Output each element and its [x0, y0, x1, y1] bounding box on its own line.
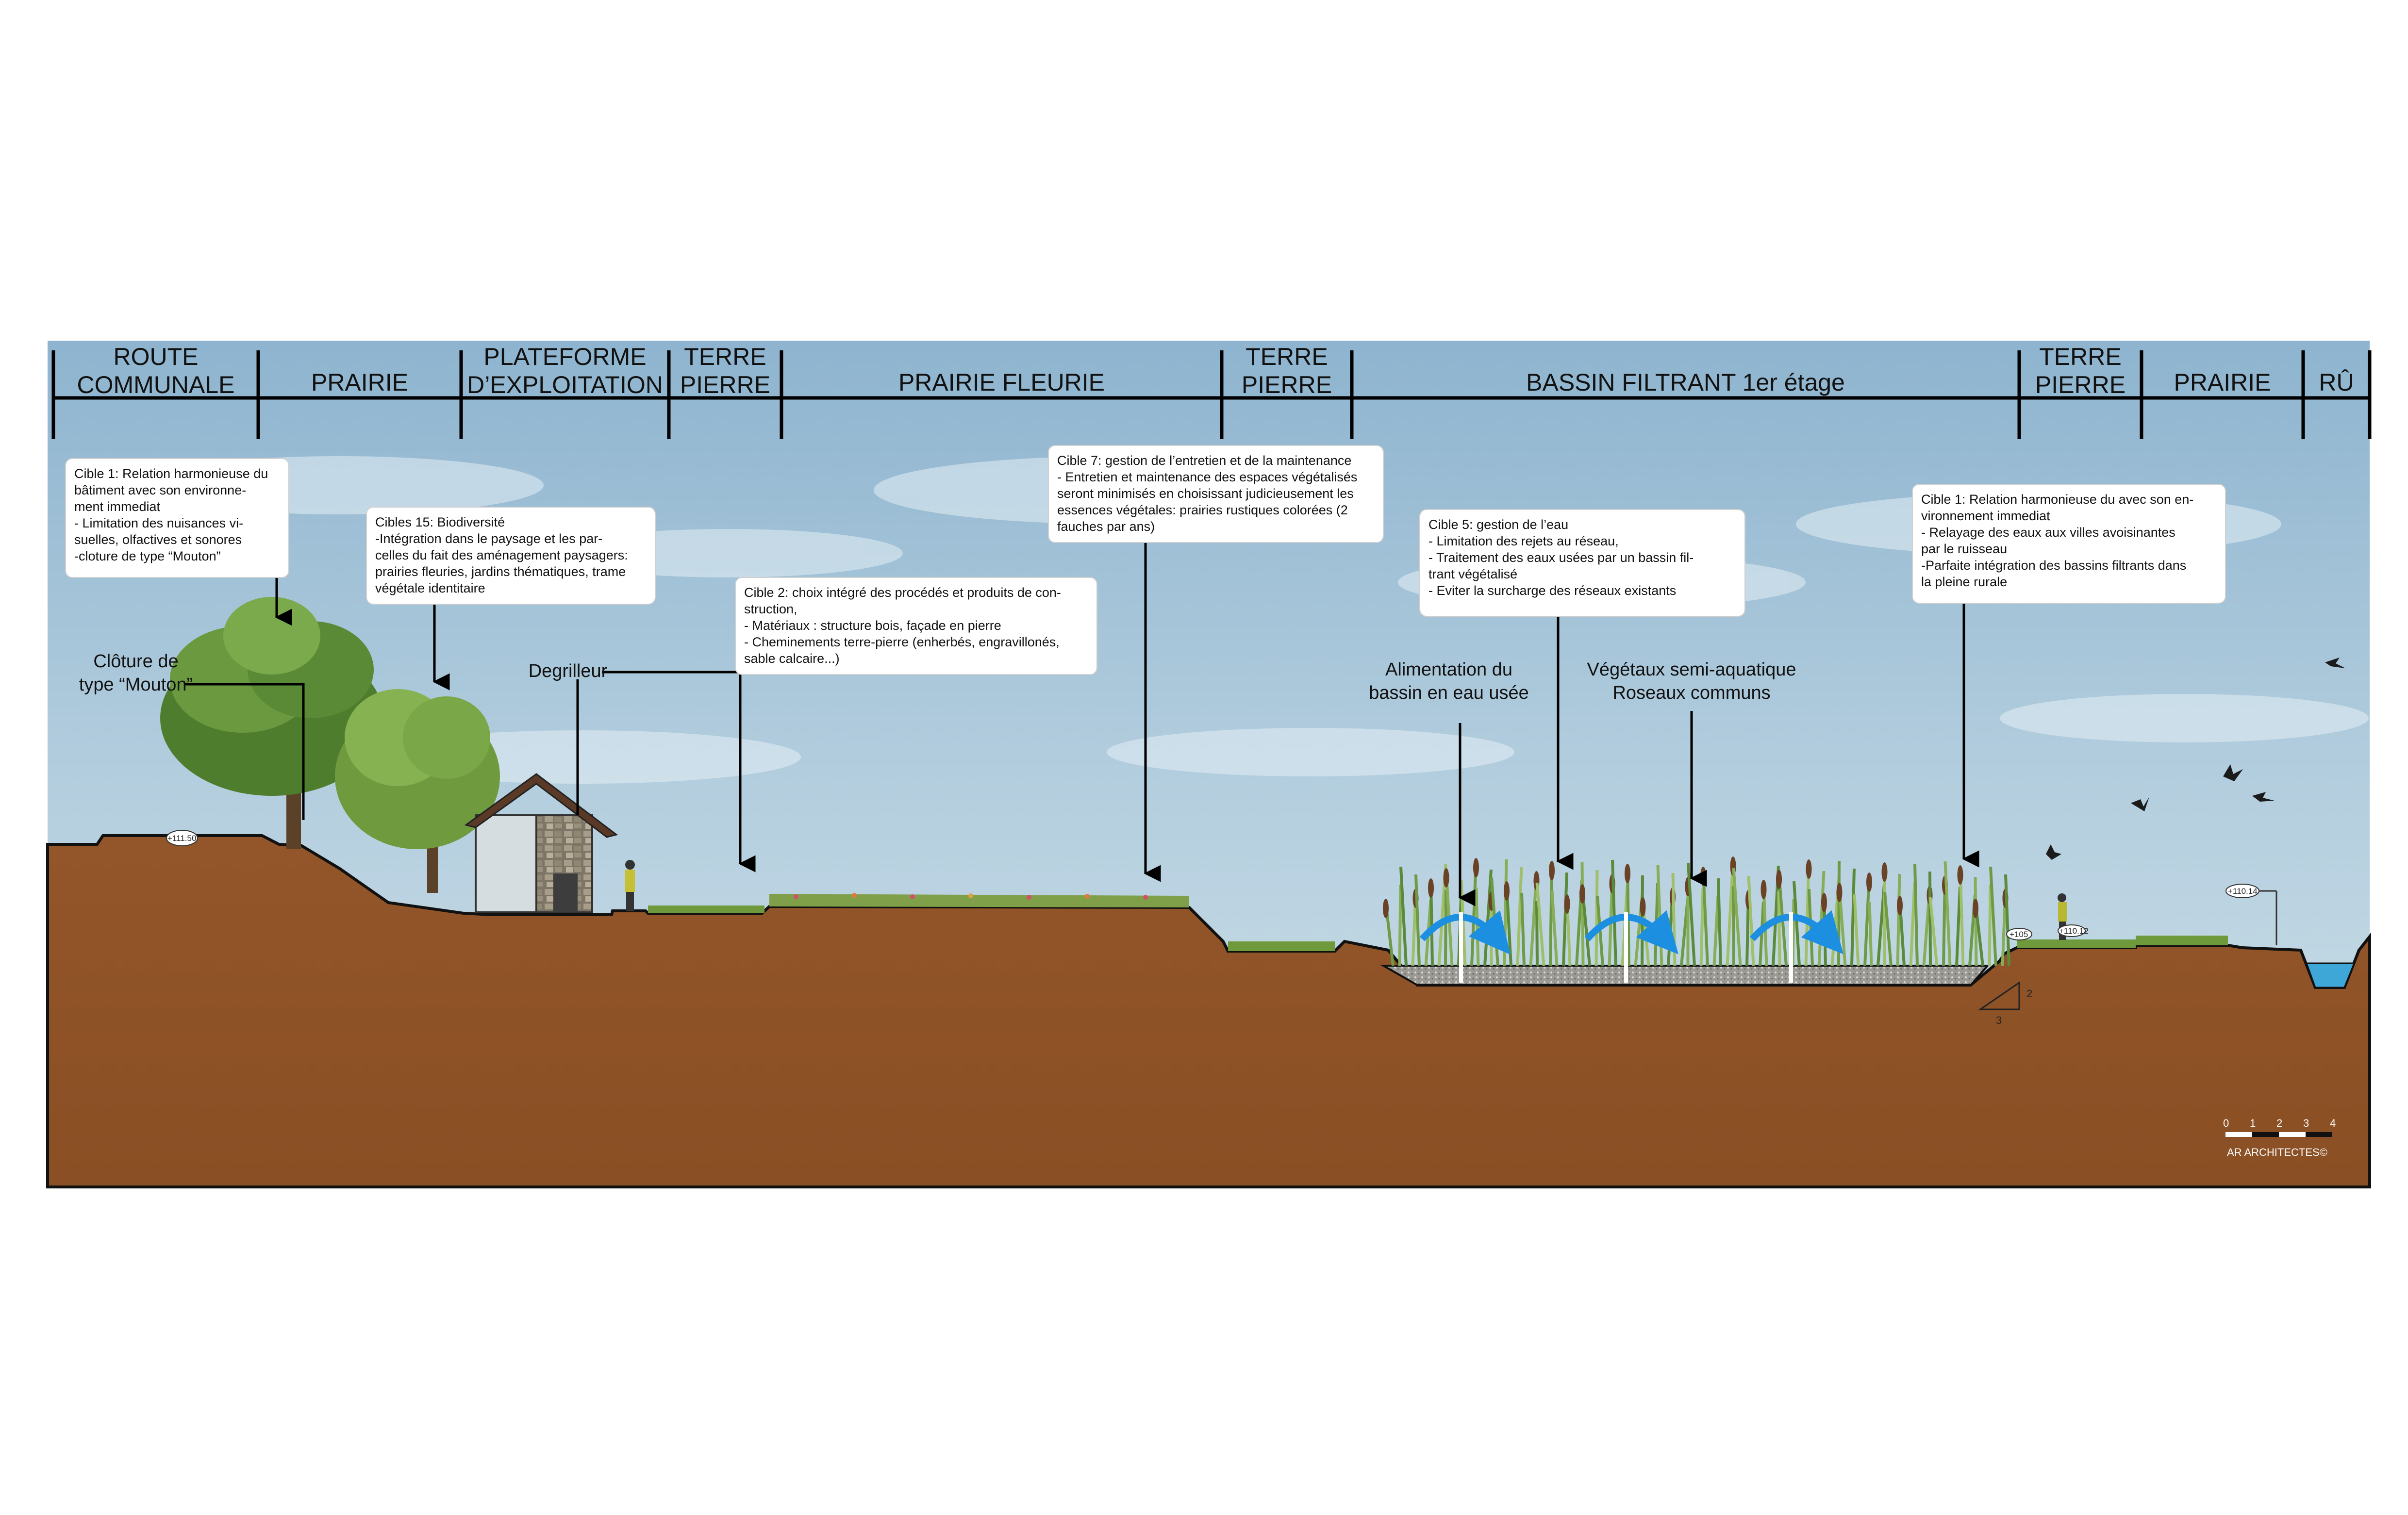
scale-tick-label: 3 — [2303, 1117, 2309, 1129]
slope-run: 3 — [1996, 1014, 2002, 1026]
svg-text:Cible 2: choix intégré des pro: Cible 2: choix intégré des procédés et p… — [744, 585, 1061, 666]
svg-text:Cible 1: Relation harmonieuse: Cible 1: Relation harmonieuse dubâtiment… — [74, 466, 268, 563]
svg-text:Cible 1: Relation harmonieuse: Cible 1: Relation harmonieuse du avec so… — [1921, 492, 2193, 589]
zone-title-prairie-fleurie: PRAIRIE FLEURIE — [898, 369, 1105, 396]
tree-medium — [335, 689, 500, 893]
level-basin-left: +105 — [2009, 930, 2028, 939]
inflow-pipes — [1459, 912, 1793, 983]
zone-title-prairie-1: PRAIRIE — [311, 369, 408, 396]
note-cible7: Cible 7: gestion de l’entretien et de la… — [1048, 445, 1384, 543]
svg-text:Cible 5: gestion de l’eau- Lim: Cible 5: gestion de l’eau- Limitation de… — [1428, 517, 1694, 598]
birds — [2046, 658, 2345, 860]
scale-tick-label: 1 — [2250, 1117, 2256, 1129]
level-markers: +111.50 +110.14 +105 +110.12 — [166, 830, 2277, 945]
zone-title-bassin: BASSIN FILTRANT 1er étage — [1526, 369, 1845, 396]
note-cible5: Cible 5: gestion de l’eau- Limitation de… — [1419, 509, 1745, 617]
note-cibles15: Cibles 15: Biodiversité-Intégration dans… — [366, 507, 656, 605]
zone-title-ru: RÛ — [2319, 369, 2354, 396]
note-cible2: Cible 2: choix intégré des procédés et p… — [735, 577, 1097, 675]
svg-text:Cible 7: gestion de l’entretie: Cible 7: gestion de l’entretien et de la… — [1057, 453, 1357, 534]
scale-bar: 0 1 2 3 4 — [2223, 1117, 2336, 1137]
scale-tick-label: 4 — [2330, 1117, 2336, 1129]
tree-large — [160, 597, 383, 849]
slope-indicator: 2 3 — [1978, 981, 2032, 1026]
slope-rise: 2 — [2026, 988, 2032, 1000]
basin-gravel-bed — [1379, 965, 1990, 986]
level-basin-right: +110.12 — [2059, 926, 2089, 936]
zone-title-prairie-2: PRAIRIE — [2174, 369, 2271, 396]
flower-dots — [794, 893, 1148, 900]
credit: AR ARCHITECTES© — [2227, 1146, 2327, 1158]
level-right: +110.14 — [2228, 887, 2258, 896]
grass-strips — [648, 894, 2228, 951]
scale-tick-label: 0 — [2223, 1117, 2229, 1129]
person-left — [625, 860, 635, 911]
degrilleur-building — [464, 773, 618, 913]
level-left: +111.50 — [167, 834, 196, 843]
note-cible1-right: Cible 1: Relation harmonieuse du avec so… — [1912, 484, 2226, 604]
svg-text:Cibles 15: Biodiversité-Intégr: Cibles 15: Biodiversité-Intégration dans… — [375, 515, 628, 595]
label-degrilleur: Degrilleur — [529, 661, 608, 681]
ru-water — [2305, 962, 2356, 988]
scale-tick-label: 2 — [2276, 1117, 2282, 1129]
